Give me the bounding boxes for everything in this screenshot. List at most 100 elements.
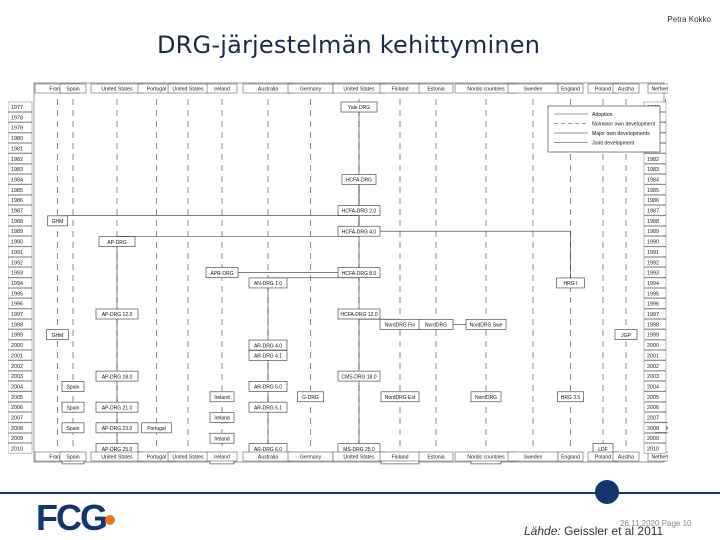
- column-header-cell: [557, 83, 584, 94]
- legend-label: Major own developments: [592, 131, 650, 137]
- drg-version-box: [557, 391, 584, 403]
- year-label-left: 2002: [11, 364, 23, 370]
- year-cell-right: [643, 308, 667, 319]
- year-cell-right: [643, 339, 667, 350]
- year-label-left: 1985: [11, 188, 23, 194]
- page-title: DRG-järjestelmän kehittyminen: [157, 31, 541, 59]
- year-cell-left: [8, 205, 33, 216]
- year-cell-right: [643, 422, 667, 433]
- drg-version-label: Ireland: [214, 395, 230, 401]
- column-header-bottom: Nordic countries: [467, 455, 505, 461]
- column-header-top: Spain: [66, 87, 79, 93]
- column-footer-cell: [612, 451, 640, 462]
- year-label-left: 2009: [11, 436, 23, 442]
- column-header-bottom: Germany: [300, 455, 322, 461]
- year-label-left: 2000: [11, 343, 23, 349]
- drg-version-label: Spain: [67, 426, 80, 432]
- legend-box: [547, 105, 661, 153]
- year-cell-right: [643, 298, 667, 309]
- column-header-cell: [59, 83, 87, 94]
- year-cell-right: [643, 412, 667, 423]
- drg-version-box: [248, 350, 288, 361]
- column-header-top: Australia: [258, 87, 278, 93]
- year-label-left: 1999: [11, 333, 23, 339]
- legend-label: No/minor own development: [592, 122, 656, 128]
- year-label-right: 2003: [647, 374, 659, 380]
- column-header-top: Ireland: [214, 87, 230, 93]
- year-cell-left: [8, 412, 33, 423]
- drg-version-label: AN-DRG 1.0: [254, 281, 282, 287]
- year-label-left: 1990: [11, 240, 23, 246]
- drg-version-label: NordDRG Est: [385, 395, 416, 401]
- drg-version-box: [46, 329, 69, 340]
- year-cell-right: [643, 381, 667, 392]
- year-label-left: 1995: [11, 291, 23, 297]
- drg-version-label: Spain: [67, 385, 80, 391]
- year-cell-left: [8, 257, 33, 268]
- drg-version-label: CMS-DRG 18.0: [341, 374, 376, 380]
- column-header-bottom: England: [561, 455, 580, 461]
- column-header-bottom: Finland: [391, 455, 408, 461]
- column-header-top: United States: [172, 87, 204, 93]
- drg-version-label: Ireland: [214, 436, 230, 442]
- column-header-top: Austria: [618, 87, 634, 93]
- year-cell-right: [643, 194, 667, 205]
- source-text: Geissler et al 2011: [564, 524, 664, 538]
- drg-version-label: MS-DRG 25.0: [343, 447, 375, 453]
- column-header-top: Netherlands: [652, 87, 668, 93]
- drg-version-label: AP-DRG 18.0: [102, 374, 133, 380]
- drg-version-label: GHM: [52, 333, 64, 339]
- drg-version-label: LDF: [598, 447, 607, 453]
- column-header-bottom: Sweden: [524, 455, 543, 461]
- drg-version-box: [98, 236, 136, 247]
- column-header-bottom: United States: [172, 455, 204, 461]
- year-cell-left: [8, 101, 33, 112]
- legend-label: Joint development: [592, 141, 635, 147]
- year-cell-right: [643, 236, 667, 247]
- year-cell-left: [8, 112, 33, 123]
- year-cell-right: [643, 215, 667, 226]
- year-cell-left: [8, 163, 33, 174]
- year-label-left: 1979: [11, 126, 23, 132]
- drg-version-box: [556, 277, 585, 289]
- year-label-left: 1992: [11, 260, 23, 266]
- year-label-left: 2005: [11, 395, 23, 401]
- drg-version-label: HCFA-DRG 2.0: [342, 209, 377, 215]
- year-cell-left: [8, 153, 33, 164]
- year-cell-left: [8, 132, 33, 143]
- year-label-right: 2009: [647, 436, 659, 442]
- year-label-left: 1978: [11, 115, 23, 121]
- drg-version-box: [614, 329, 638, 340]
- drg-version-box: [205, 267, 239, 278]
- drg-version-box: [47, 215, 68, 227]
- year-cell-left: [8, 329, 33, 340]
- drg-version-box: [95, 401, 139, 413]
- drg-version-box: [141, 422, 172, 434]
- year-cell-left: [8, 360, 33, 371]
- drg-version-label: AP-DRG: [107, 240, 127, 246]
- drg-version-box: [209, 391, 235, 403]
- year-cell-left: [8, 298, 33, 309]
- year-label-right: 1995: [647, 291, 659, 297]
- page-info: 26.11.2020 Page 10: [620, 519, 692, 528]
- column-footer-cell: [206, 451, 238, 462]
- drg-version-label: HCFA-DRG 8.0: [342, 271, 377, 277]
- connector-line: [358, 184, 571, 278]
- year-label-left: 2006: [11, 405, 23, 411]
- column-header-cell: [612, 83, 640, 94]
- drg-version-label: AR-DRG 5.1: [254, 405, 282, 411]
- column-header-bottom: Netherlands: [652, 455, 668, 461]
- drg-version-label: AP-DRG 21.0: [102, 405, 133, 411]
- author-name: Petra Kokko: [667, 15, 711, 24]
- year-cell-right: [643, 288, 667, 299]
- year-cell-right: [643, 370, 667, 381]
- year-label-left: 2008: [11, 426, 23, 432]
- drg-version-label: G-DRG: [302, 395, 319, 401]
- column-header-top: Portugal: [147, 87, 166, 93]
- drg-version-box: [337, 370, 381, 382]
- drg-version-box: [95, 370, 139, 382]
- column-header-top: Poland: [595, 87, 611, 93]
- year-label-left: 1977: [11, 105, 23, 111]
- column-header-top: Estonia: [427, 87, 444, 93]
